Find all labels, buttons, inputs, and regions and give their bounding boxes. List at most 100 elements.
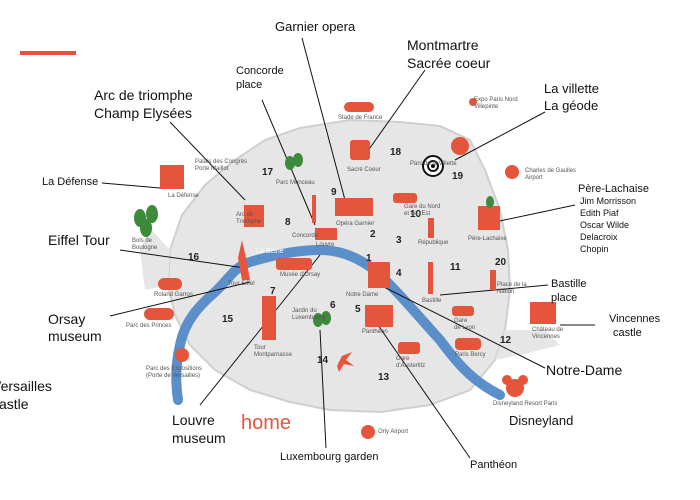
label-garnier-opera: Garnier opera bbox=[275, 19, 356, 34]
arrondissement-9: 9 bbox=[331, 187, 337, 198]
caption-concorde: Concorde bbox=[292, 233, 319, 239]
caption-roland-garros: Roland Garros bbox=[154, 292, 194, 298]
tree-icons bbox=[134, 153, 494, 327]
arrondissement-12: 12 bbox=[500, 335, 512, 346]
caption-parc-monceau: Parc Monceau bbox=[276, 180, 315, 186]
legend-dash bbox=[20, 51, 76, 55]
caption-orly-airport: Orly Airport bbox=[378, 429, 409, 435]
caption-pantheon: Panthéon bbox=[362, 329, 388, 335]
label-chopin: Chopin bbox=[580, 244, 609, 254]
caption-republique: République bbox=[418, 240, 449, 246]
label-delacroix: Delacroix bbox=[580, 232, 618, 242]
arrondissement-4: 4 bbox=[396, 268, 402, 279]
label-eiffel-tour: Eiffel Tour bbox=[48, 232, 110, 248]
caption-chateau-vincennes: Château de Vincennes bbox=[532, 327, 564, 340]
label-pere-lachaise: Père-Lachaise bbox=[578, 183, 649, 195]
caption-notre-dame: Notre Dame bbox=[346, 292, 379, 298]
label-versailles-castle: castle bbox=[0, 396, 29, 412]
label-louvre: Louvre bbox=[172, 412, 215, 428]
gare-du-nord-icon bbox=[393, 193, 417, 203]
label-vincennes: Vincennes bbox=[609, 313, 661, 325]
label-arc-de-triomphe: Arc de triomphe bbox=[94, 87, 193, 103]
caption-tour-eiffel: Tour Eiffel bbox=[228, 281, 255, 287]
caption-pere-lachaise: Père-Lachaise bbox=[468, 236, 507, 242]
leader-lines bbox=[101, 37, 595, 459]
arrondissement-2: 2 bbox=[370, 229, 376, 240]
bastille-icon bbox=[428, 262, 433, 294]
label-jim-morrisson: Jim Morrisson bbox=[580, 196, 637, 206]
label-notre-dame: Notre-Dame bbox=[546, 362, 623, 378]
stade-de-france-icon bbox=[344, 102, 374, 112]
arrondissement-17: 17 bbox=[262, 167, 274, 178]
notre-dame-icon bbox=[368, 262, 390, 288]
arrondissement-1: 1 bbox=[366, 253, 372, 264]
label-sacre-coeur: Sacrée coeur bbox=[407, 55, 491, 71]
caption-sacre-coeur: Sacré Coeur bbox=[347, 167, 381, 173]
arrondissement-10: 10 bbox=[410, 209, 422, 220]
caption-parc-princes: Parc des Princes bbox=[126, 323, 172, 329]
defense-arch-icon bbox=[160, 165, 184, 189]
arrondissement-14: 14 bbox=[317, 355, 329, 366]
mickey-icon bbox=[502, 375, 528, 397]
caption-stade-de-france: Stade de France bbox=[338, 115, 383, 121]
airplane-icons bbox=[361, 165, 519, 439]
caption-parc-villette: Parc de la Villette bbox=[410, 161, 457, 167]
arc-de-triomphe-icon bbox=[244, 205, 264, 227]
caption-opera-garnier: Opéra Garnier bbox=[336, 221, 375, 227]
label-la-geode: La géode bbox=[544, 98, 599, 113]
label-luxembourg-garden: Luxembourg garden bbox=[280, 451, 379, 463]
caption-arc: Arc de Triomphe bbox=[236, 212, 262, 225]
caption-cdg-airport: Charles de Gaulles Airport bbox=[525, 168, 577, 181]
caption-disneyland-resort: Disneyland Resort Paris bbox=[493, 401, 558, 407]
label-orsay-museum: museum bbox=[48, 328, 102, 344]
arrondissement-18: 18 bbox=[390, 147, 402, 158]
bois-de-boulogne-area bbox=[140, 228, 170, 290]
arrondissement-19: 19 bbox=[452, 171, 464, 182]
caption-gare-lyon: Gare de Lyon bbox=[454, 318, 476, 331]
caption-la-seine: La Seine bbox=[256, 248, 284, 255]
opera-garnier-icon bbox=[335, 198, 373, 216]
musee-orsay-icon bbox=[276, 258, 312, 270]
caption-parc-expositions: Parc des Expositions (Porte de Versaille… bbox=[146, 366, 203, 379]
caption-gare-austerlitz: Gare d'Austerlitz bbox=[396, 356, 426, 369]
label-disneyland: Disneyland bbox=[509, 413, 574, 428]
label-louvre-museum: museum bbox=[172, 430, 226, 446]
label-versailles: Versailles bbox=[0, 378, 52, 394]
villette-geode-icon bbox=[451, 137, 469, 155]
arrondissement-3: 3 bbox=[396, 235, 402, 246]
city-boundary bbox=[166, 118, 512, 414]
pere-lachaise-icon bbox=[478, 206, 500, 230]
home-label: home bbox=[241, 412, 292, 434]
caption-bois-boulogne: Bois de Boulogne bbox=[132, 238, 158, 251]
label-la-villette: La villette bbox=[544, 81, 599, 96]
caption-bastille: Bastille bbox=[422, 298, 442, 304]
place-nation-icon bbox=[490, 270, 496, 290]
caption-palais-congres: Palais des Congrès Porte Maillot bbox=[195, 159, 248, 172]
caption-expo-nord: Expo Paris Nord Villepinte bbox=[474, 97, 518, 110]
gare-lyon-icon bbox=[452, 306, 474, 316]
montparnasse-tower-icon bbox=[262, 296, 276, 340]
label-concorde-place: place bbox=[236, 79, 263, 91]
caption-place-nation: Place de la Nation bbox=[497, 282, 527, 295]
louvre-icon bbox=[315, 228, 337, 240]
caption-musee-orsay: Musée d'Orsay bbox=[280, 272, 321, 278]
landmarks bbox=[144, 98, 556, 372]
label-la-defense: La Défense bbox=[42, 176, 99, 188]
target-icon bbox=[422, 155, 444, 177]
pantheon-icon bbox=[365, 305, 393, 327]
caption-tour-montparnasse: Tour Montparnasse bbox=[254, 345, 293, 358]
label-bastille-place: place bbox=[551, 292, 578, 304]
seine-river bbox=[171, 244, 505, 405]
arrondissement-13: 13 bbox=[378, 372, 390, 383]
eiffel-tower-icon bbox=[238, 240, 250, 280]
label-bastille: Bastille bbox=[551, 278, 587, 290]
label-concorde: Concorde bbox=[236, 65, 284, 77]
arrondissement-7: 7 bbox=[270, 286, 276, 297]
label-oscar-wilde: Oscar Wilde bbox=[580, 220, 630, 230]
label-edith-piaf: Edith Piaf bbox=[580, 208, 619, 218]
label-montmartre: Montmartre bbox=[407, 37, 479, 53]
caption-la-defense: La Défense bbox=[168, 193, 199, 199]
arrondissement-15: 15 bbox=[222, 314, 234, 325]
home-marker-icon bbox=[337, 352, 354, 372]
